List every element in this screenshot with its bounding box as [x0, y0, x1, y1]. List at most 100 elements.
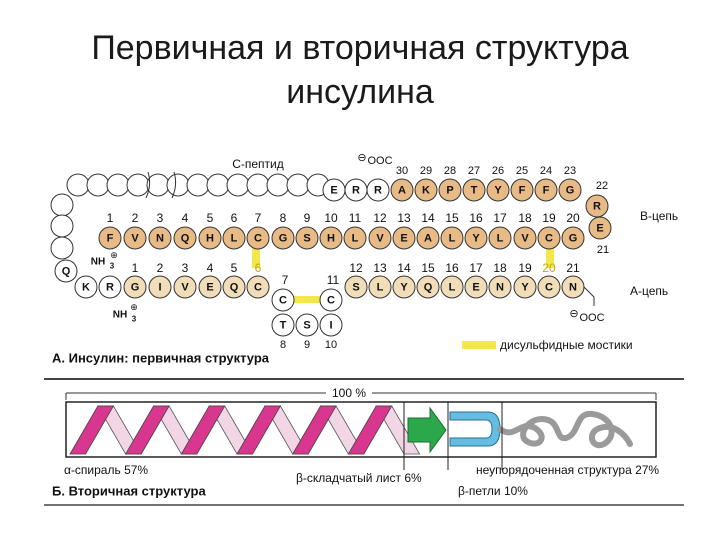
a-loop-num-9: 9 [304, 339, 310, 351]
a-left-num-1: 1 [132, 261, 139, 275]
b-row1-res-9-label: S [303, 233, 310, 245]
legend-disulfide-label: дисульфидные мостики [500, 338, 633, 352]
b-row1-res-12-bead [368, 226, 392, 250]
b-row1-num-3: 3 [157, 211, 164, 225]
a-chain-end-line [583, 286, 595, 306]
b-row2-res-4-label: Y [494, 185, 502, 197]
c-peptide-8-bead [226, 173, 250, 197]
b-row2-res-6-bead [534, 178, 558, 202]
b-row2-res-1-label: K [422, 185, 430, 197]
b-row1-res-8-bead [271, 226, 295, 250]
a-right-num-17: 17 [469, 261, 483, 275]
b-row2-res-7-bead [558, 178, 582, 202]
helix-front-strand-2 [180, 405, 226, 455]
a-right-res-12-bead [344, 275, 368, 299]
a-left-res-6-bead [246, 275, 270, 299]
a-right-num-16: 16 [445, 261, 459, 275]
b-row1-res-17-label: L [497, 233, 504, 245]
a-right-res-18-label: N [496, 282, 504, 294]
b-row2-res-0-label: A [398, 185, 406, 197]
b-nh3-plus: ⊕ [110, 250, 118, 260]
b-row1-res-17-bead [488, 226, 512, 250]
b-row1-res-5-bead [198, 226, 222, 250]
a-right-num-20: 20 [542, 261, 556, 275]
helix-front-strand-5 [347, 405, 393, 455]
a-right-res-18-bead [488, 275, 512, 299]
a-nh3-plus: ⊕ [130, 302, 138, 312]
a-nh3-sub: 3 [132, 315, 137, 324]
b-row2-num-6: 24 [540, 165, 552, 177]
a-right-res-21-label: N [569, 282, 577, 294]
c-peptide-5-bead [166, 173, 190, 197]
a-chain-label: A-цепь [630, 284, 668, 298]
a-right-res-12-label: S [352, 282, 359, 294]
c-peptide-3-bead [126, 173, 150, 197]
b-turn-res-21-label: E [596, 223, 603, 235]
a-loop-res-7-bead [271, 288, 295, 312]
a-loop-num-8: 8 [280, 339, 286, 351]
random-label: неупорядоченная структура 27% [476, 463, 659, 477]
b-row2-num-7: 23 [564, 165, 576, 177]
a-coo-label: OOC [579, 312, 604, 324]
peptide-break-mark-2 [171, 171, 177, 199]
b-row1-res-2-bead [123, 226, 147, 250]
c-peptide-11-bead [286, 173, 310, 197]
a-coo-minus: ⊖ [569, 308, 578, 320]
b-row2-res-4-bead [486, 178, 510, 202]
a-loop-res-8-bead [271, 313, 295, 337]
a-right-num-15: 15 [421, 261, 435, 275]
b-row1-res-4-label: Q [181, 233, 190, 245]
b-row2-res-2-bead [438, 178, 462, 202]
a-loop-num-7: 7 [282, 273, 289, 287]
b-row1-res-18-bead [513, 226, 537, 250]
b-row2-res-0-bead [390, 178, 414, 202]
helix-front-strand-4 [291, 405, 337, 455]
a-right-res-13-label: L [377, 282, 384, 294]
coo-minus-top: ⊖ [357, 152, 366, 164]
b-row1-res-11-bead [343, 226, 367, 250]
a-loop-res-9-bead [295, 313, 319, 337]
b-row1-num-15: 15 [445, 211, 459, 225]
b-row2-num-3: 27 [468, 165, 480, 177]
caption-a: A. Инсулин: первичная структура [52, 351, 270, 366]
a-right-res-16-bead [440, 275, 464, 299]
c-peptide-14-bead [50, 214, 74, 238]
a-left-res-2-label: I [158, 282, 161, 294]
b-start-res-2-label: R [374, 185, 382, 197]
a-right-res-20-bead [537, 275, 561, 299]
a-left-res-1-label: G [131, 282, 140, 294]
b-row1-res-9-bead [295, 226, 319, 250]
a-nh3-label: NH [113, 310, 127, 321]
b-row1-num-18: 18 [518, 211, 532, 225]
b-turn-res-21-bead [588, 216, 612, 240]
c-peptide-label: C-пептид [232, 157, 284, 171]
b-row2-num-2: 28 [444, 165, 456, 177]
c-peptide-4-bead [146, 173, 170, 197]
a-right-res-20-label: C [545, 282, 553, 294]
c-peptide-10-bead [266, 173, 290, 197]
b-row1-num-11: 11 [349, 211, 362, 225]
a-right-res-15-label: Q [424, 282, 433, 294]
page-title: Первичная и вторичная структура инсулина [0, 26, 720, 114]
b-row1-num-19: 19 [542, 211, 556, 225]
a-right-res-14-label: Y [400, 282, 408, 294]
b-row2-res-3-label: T [471, 185, 478, 197]
c-peptide-15-bead [50, 236, 74, 260]
a-loop-num-11: 11 [327, 273, 340, 287]
a-right-res-19-bead [513, 275, 537, 299]
a-loop-res-10-bead [319, 313, 343, 337]
a-left-res-5-bead [222, 275, 246, 299]
b-nh3-sub: 3 [110, 262, 115, 271]
b-row1-num-5: 5 [207, 211, 214, 225]
a-right-num-21: 21 [566, 261, 580, 275]
b-row1-res-20-label: G [569, 233, 578, 245]
b-row1-res-19-bead [537, 226, 561, 250]
b-row1-res-16-label: Y [472, 233, 480, 245]
b-row1-res-20-bead [561, 226, 585, 250]
b-row1-res-12-label: V [376, 233, 384, 245]
b-row2-res-2-label: P [446, 185, 453, 197]
c-peptide-9-bead [246, 173, 270, 197]
a-right-res-15-bead [416, 275, 440, 299]
sheet-label: β-складчатый лист 6% [296, 471, 422, 485]
